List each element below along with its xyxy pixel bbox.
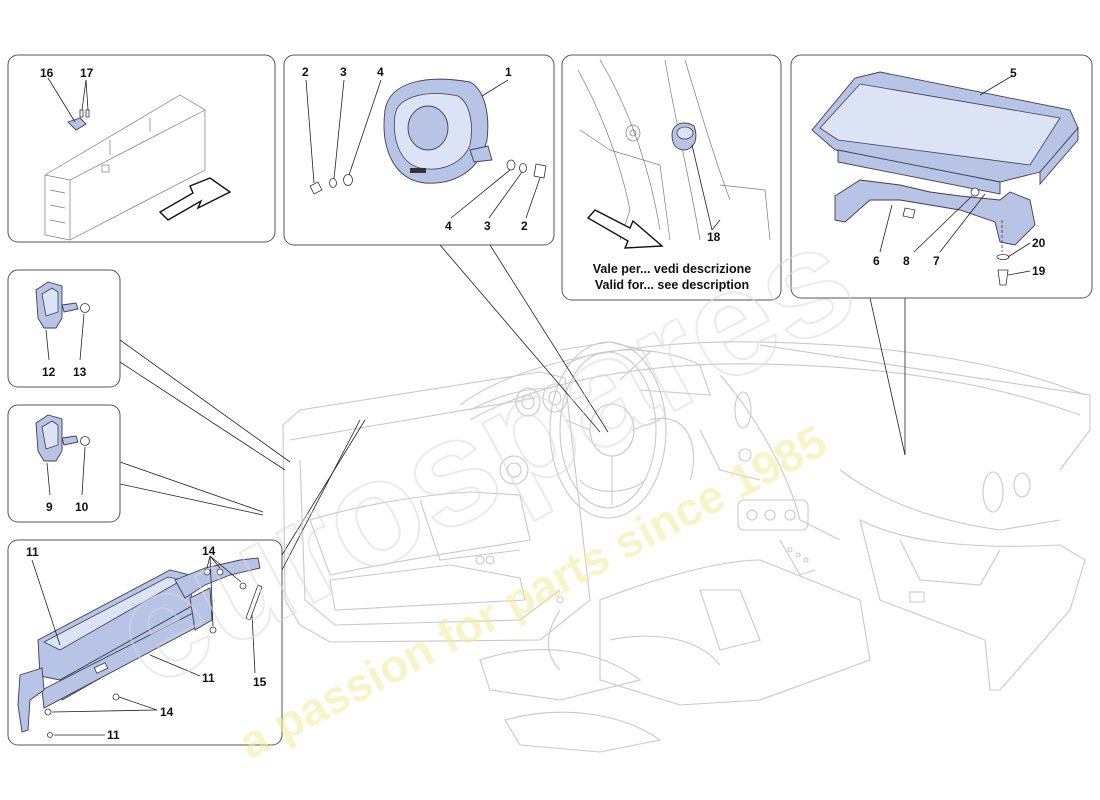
label-2-left: 2 xyxy=(302,65,309,79)
label-15: 15 xyxy=(253,675,267,689)
label-11-top: 11 xyxy=(26,545,39,559)
label-20: 20 xyxy=(1032,236,1046,250)
note-english: Valid for... see description xyxy=(595,278,749,292)
side-airbag-module xyxy=(17,557,263,738)
note-italian: Vale per... vedi descrizione xyxy=(593,262,751,276)
dash-beam-drawing xyxy=(44,94,206,241)
label-17: 17 xyxy=(80,66,94,80)
label-4-right: 4 xyxy=(445,219,452,233)
label-14-top: 14 xyxy=(202,544,216,558)
label-3-left: 3 xyxy=(340,65,347,79)
panel-passenger-airbag: 5 6 8 7 20 19 xyxy=(790,54,1093,299)
callout-leader-lines xyxy=(119,244,906,571)
car-interior-drawing xyxy=(282,341,1091,753)
label-9: 9 xyxy=(46,500,53,514)
label-18: 18 xyxy=(707,230,721,244)
label-16: 16 xyxy=(40,66,54,80)
driver-airbag-fasteners xyxy=(309,159,547,195)
watermark: eurospares a passion for parts since 198… xyxy=(85,189,880,769)
label-19: 19 xyxy=(1032,264,1046,278)
label-12: 12 xyxy=(42,365,56,379)
passenger-airbag-module xyxy=(811,71,1079,286)
panel-sensor-lower: 9 10 xyxy=(7,404,121,523)
label-5: 5 xyxy=(1010,66,1017,80)
label-10: 10 xyxy=(75,500,89,514)
panel-side-airbag: 11 14 11 15 14 11 xyxy=(7,539,283,746)
label-4-left: 4 xyxy=(377,65,384,79)
panel-dash-beam: 16 17 xyxy=(7,54,276,243)
label-6: 6 xyxy=(873,254,880,268)
direction-arrow xyxy=(158,177,232,221)
label-2-right: 2 xyxy=(521,219,528,233)
crash-sensor-upper xyxy=(35,281,90,329)
pillar-drawing xyxy=(577,59,771,241)
label-1: 1 xyxy=(505,65,512,79)
crash-sensor-lower xyxy=(35,414,90,462)
panel-sensor-upper: 12 13 xyxy=(7,269,121,388)
label-11-bottom: 11 xyxy=(107,728,120,742)
direction-arrow xyxy=(586,209,664,249)
panel-pillar-plug: 18 Vale per... vedi descrizione Valid fo… xyxy=(561,54,782,301)
label-7: 7 xyxy=(933,254,940,268)
label-11-middle: 11 xyxy=(202,671,215,685)
panel-driver-airbag: 2 3 4 1 4 3 2 xyxy=(283,54,555,246)
driver-airbag-module xyxy=(383,78,493,184)
label-13: 13 xyxy=(73,365,87,379)
label-14-bottom: 14 xyxy=(160,705,174,719)
label-8: 8 xyxy=(903,254,910,268)
label-3-right: 3 xyxy=(484,219,491,233)
